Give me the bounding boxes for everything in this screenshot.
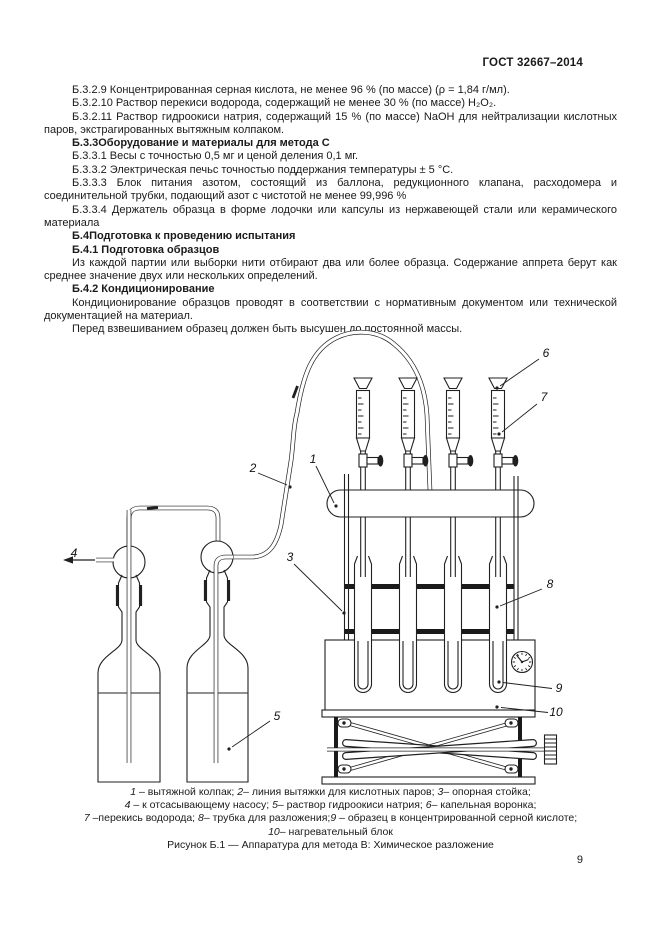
legend-text: – к отсасывающему насосу;	[130, 799, 273, 812]
bridge-tube	[126, 505, 221, 549]
legend-ref-number: 6	[425, 799, 432, 812]
washing-bottle-left	[97, 510, 161, 783]
legend-text: – нагревательный блок	[279, 825, 393, 838]
legend-ref-number: 5	[272, 799, 278, 812]
jack-knob	[543, 734, 558, 765]
pump-outlet-arrow	[63, 556, 114, 564]
body-text: Б.3.2.9 Концентрированная серная кислота…	[44, 84, 617, 337]
section-heading: Б.4.1 Подготовка образцов	[72, 243, 220, 256]
legend-text: – раствор гидроокиси натрия;	[277, 799, 426, 812]
paragraph: Б.3.3.3 Блок питания азотом, состоящий и…	[44, 177, 617, 203]
legend-text: – линия вытяжки для кислотных паров;	[243, 786, 438, 798]
clamp-bars	[345, 584, 514, 634]
decomposition-tube	[443, 555, 463, 694]
extraction-line-tube	[232, 329, 433, 560]
section-heading: Б.4.2 Кондиционирование	[72, 283, 215, 296]
paragraph: Кондиционирование образцов проводят в со…	[44, 296, 617, 323]
figure-label-6: 6	[543, 346, 550, 360]
figure-caption: Рисунок Б.1 — Аппаратура для метода В: Х…	[167, 838, 494, 851]
legend-ref-number: 1	[130, 786, 137, 798]
section-heading: Б.3.3Оборудование и материалы для метода…	[72, 137, 330, 150]
legend-line-4: 10– нагревательный блок	[0, 826, 661, 839]
section-heading: Б.4Подготовка к проведению испытания	[72, 230, 296, 243]
legend-text: –перекись водорода;	[89, 812, 198, 825]
paragraph: Б.3.3.1 Весы с точностью 0,5 мг и ценой …	[72, 150, 358, 163]
document-header-title: ГОСТ 32667–2014	[482, 57, 583, 69]
page-number: 9	[576, 854, 583, 866]
figure-label-8: 8	[547, 577, 554, 591]
legend-ref-number: 2	[237, 786, 244, 798]
figure-label-9: 9	[556, 681, 563, 695]
heating-block	[324, 639, 536, 713]
decomposition-tubes	[353, 555, 508, 694]
dropping-funnel	[488, 377, 519, 578]
paragraph: Перед взвешиванием образец должен быть в…	[72, 323, 463, 336]
legend-line-1: 1 – вытяжной колпак; 2– линия вытяжки дл…	[0, 786, 661, 799]
decomposition-tube	[353, 555, 373, 694]
dropping-funnel	[353, 377, 384, 578]
paragraph: Б.3.3.2 Электрическая печьс точностью по…	[72, 163, 454, 176]
support-rods	[343, 474, 519, 640]
lab-jack	[321, 709, 558, 785]
figure-legend: 1 – вытяжной колпак; 2– линия вытяжки дл…	[0, 786, 661, 852]
paragraph: Б.3.2.11 Раствор гидроокиси натрия, соде…	[44, 110, 617, 136]
dropping-funnels	[353, 377, 519, 578]
legend-ref-number: 3	[437, 786, 444, 798]
paragraph: Б.3.3.4 Держатель образца в форме лодочк…	[44, 203, 617, 229]
figure-label-4: 4	[71, 546, 78, 560]
figure-label-10: 10	[549, 705, 563, 719]
clock-dial-icon	[510, 650, 534, 674]
legend-line-3: 7 –перекись водорода; 8– трубка для разл…	[0, 812, 661, 825]
legend-line-2: 4 – к отсасывающему насосу; 5– раствор г…	[0, 799, 661, 812]
legend-text: – опорная стойка;	[443, 786, 531, 798]
legend-text: – образец в концентрированной серной кис…	[336, 812, 578, 825]
figure-label-2: 2	[249, 461, 257, 475]
paragraph: Из каждой партии или выборки нити отбира…	[44, 256, 617, 283]
figure-label-7: 7	[541, 390, 549, 404]
arrow-left-icon	[63, 556, 73, 564]
legend-text: – капельная воронка;	[431, 799, 537, 812]
dropping-funnel	[398, 377, 429, 578]
extraction-hood	[326, 489, 535, 518]
legend-ref-number: 8	[198, 812, 204, 825]
legend-ref-number: 4	[124, 799, 131, 812]
legend-text: – вытяжной колпак;	[136, 786, 238, 798]
paragraph: Б.3.2.10 Раствор перекиси водорода, соде…	[72, 97, 497, 110]
legend-ref-number: 7	[83, 812, 90, 825]
figure-label-5: 5	[274, 709, 281, 723]
figure-label-1: 1	[310, 452, 317, 466]
legend-text: – трубка для разложения;	[203, 812, 331, 825]
decomposition-tube	[488, 555, 508, 694]
figure-label-3: 3	[287, 550, 294, 564]
legend-ref-number: 9	[330, 812, 337, 825]
washing-bottle-right	[186, 540, 249, 783]
paragraph: Б.3.2.9 Концентрированная серная кислота…	[72, 84, 510, 96]
dropping-funnel	[443, 377, 474, 578]
legend-ref-number: 10	[268, 825, 280, 838]
figure-callouts: 1 2 3 4 5 6 7 8 9 10	[71, 346, 563, 751]
decomposition-tube	[398, 555, 418, 694]
